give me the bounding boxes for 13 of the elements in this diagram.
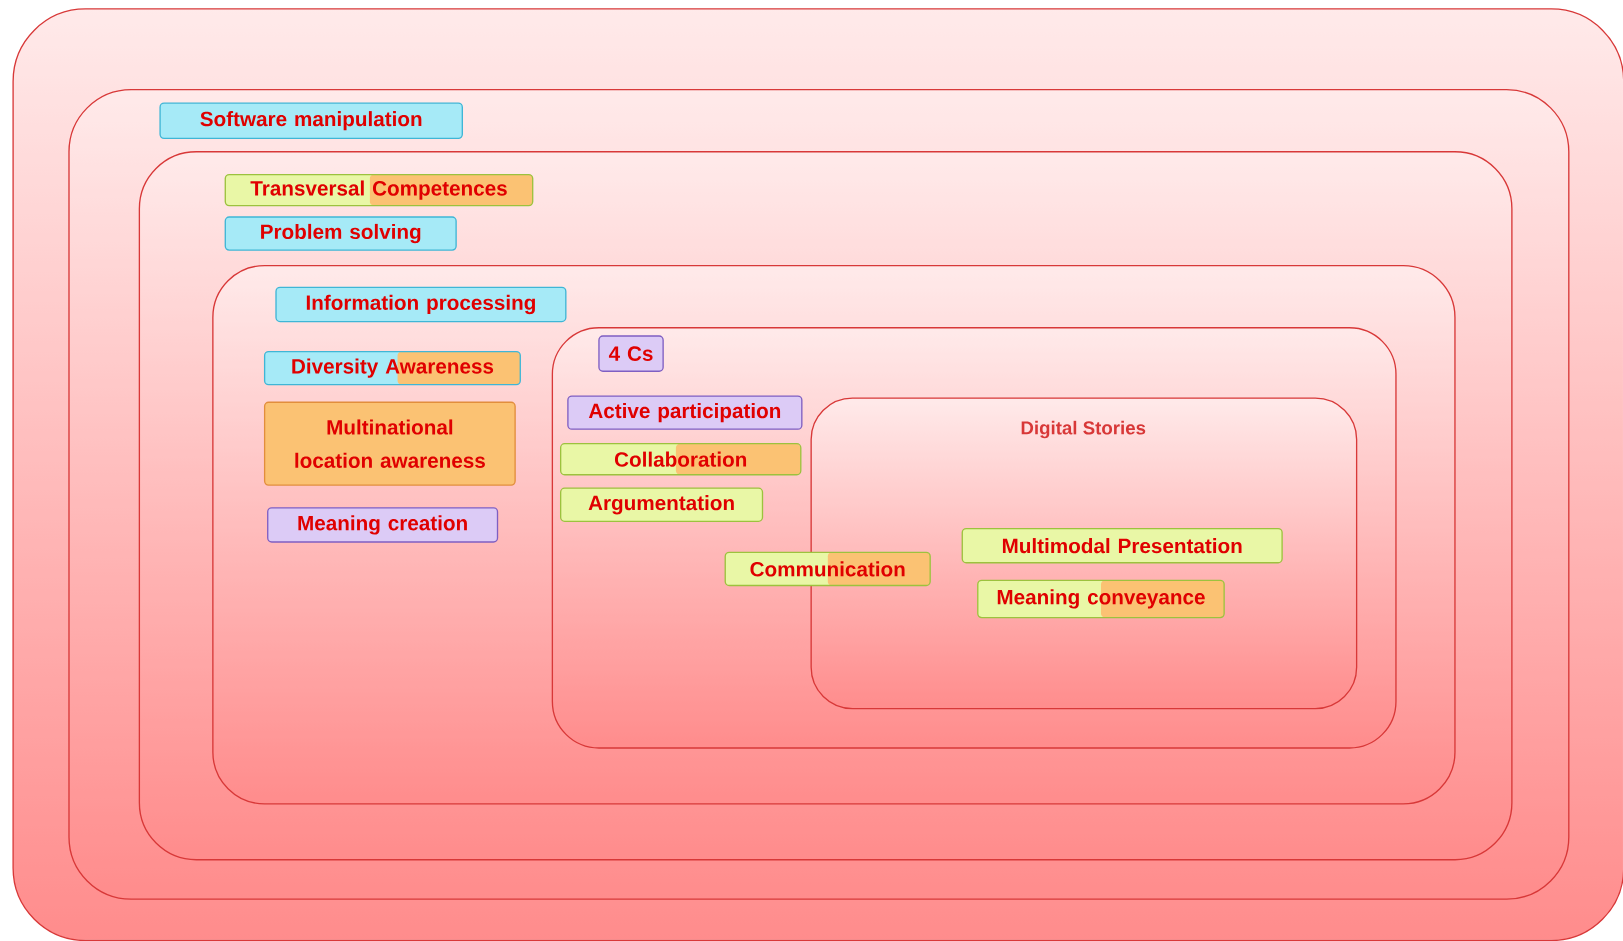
label-box: Meaning creation <box>267 507 499 543</box>
label-box: Collaboration <box>560 443 802 476</box>
label-box: Meaning conveyance <box>977 579 1225 619</box>
label-box: 4 Cs <box>598 335 664 372</box>
label-box: Software manipulation <box>159 102 463 140</box>
label-box: Transversal Competences <box>224 173 534 207</box>
label-box: Active participation <box>567 395 803 430</box>
label-box: Multinational location awareness <box>263 401 516 486</box>
label-box: Multimodal Presentation <box>961 527 1283 564</box>
label-box: Argumentation <box>560 487 764 523</box>
label-box: Communication <box>724 551 931 587</box>
label-box: Problem solving <box>224 216 457 251</box>
label-box: Information processing <box>275 286 567 323</box>
